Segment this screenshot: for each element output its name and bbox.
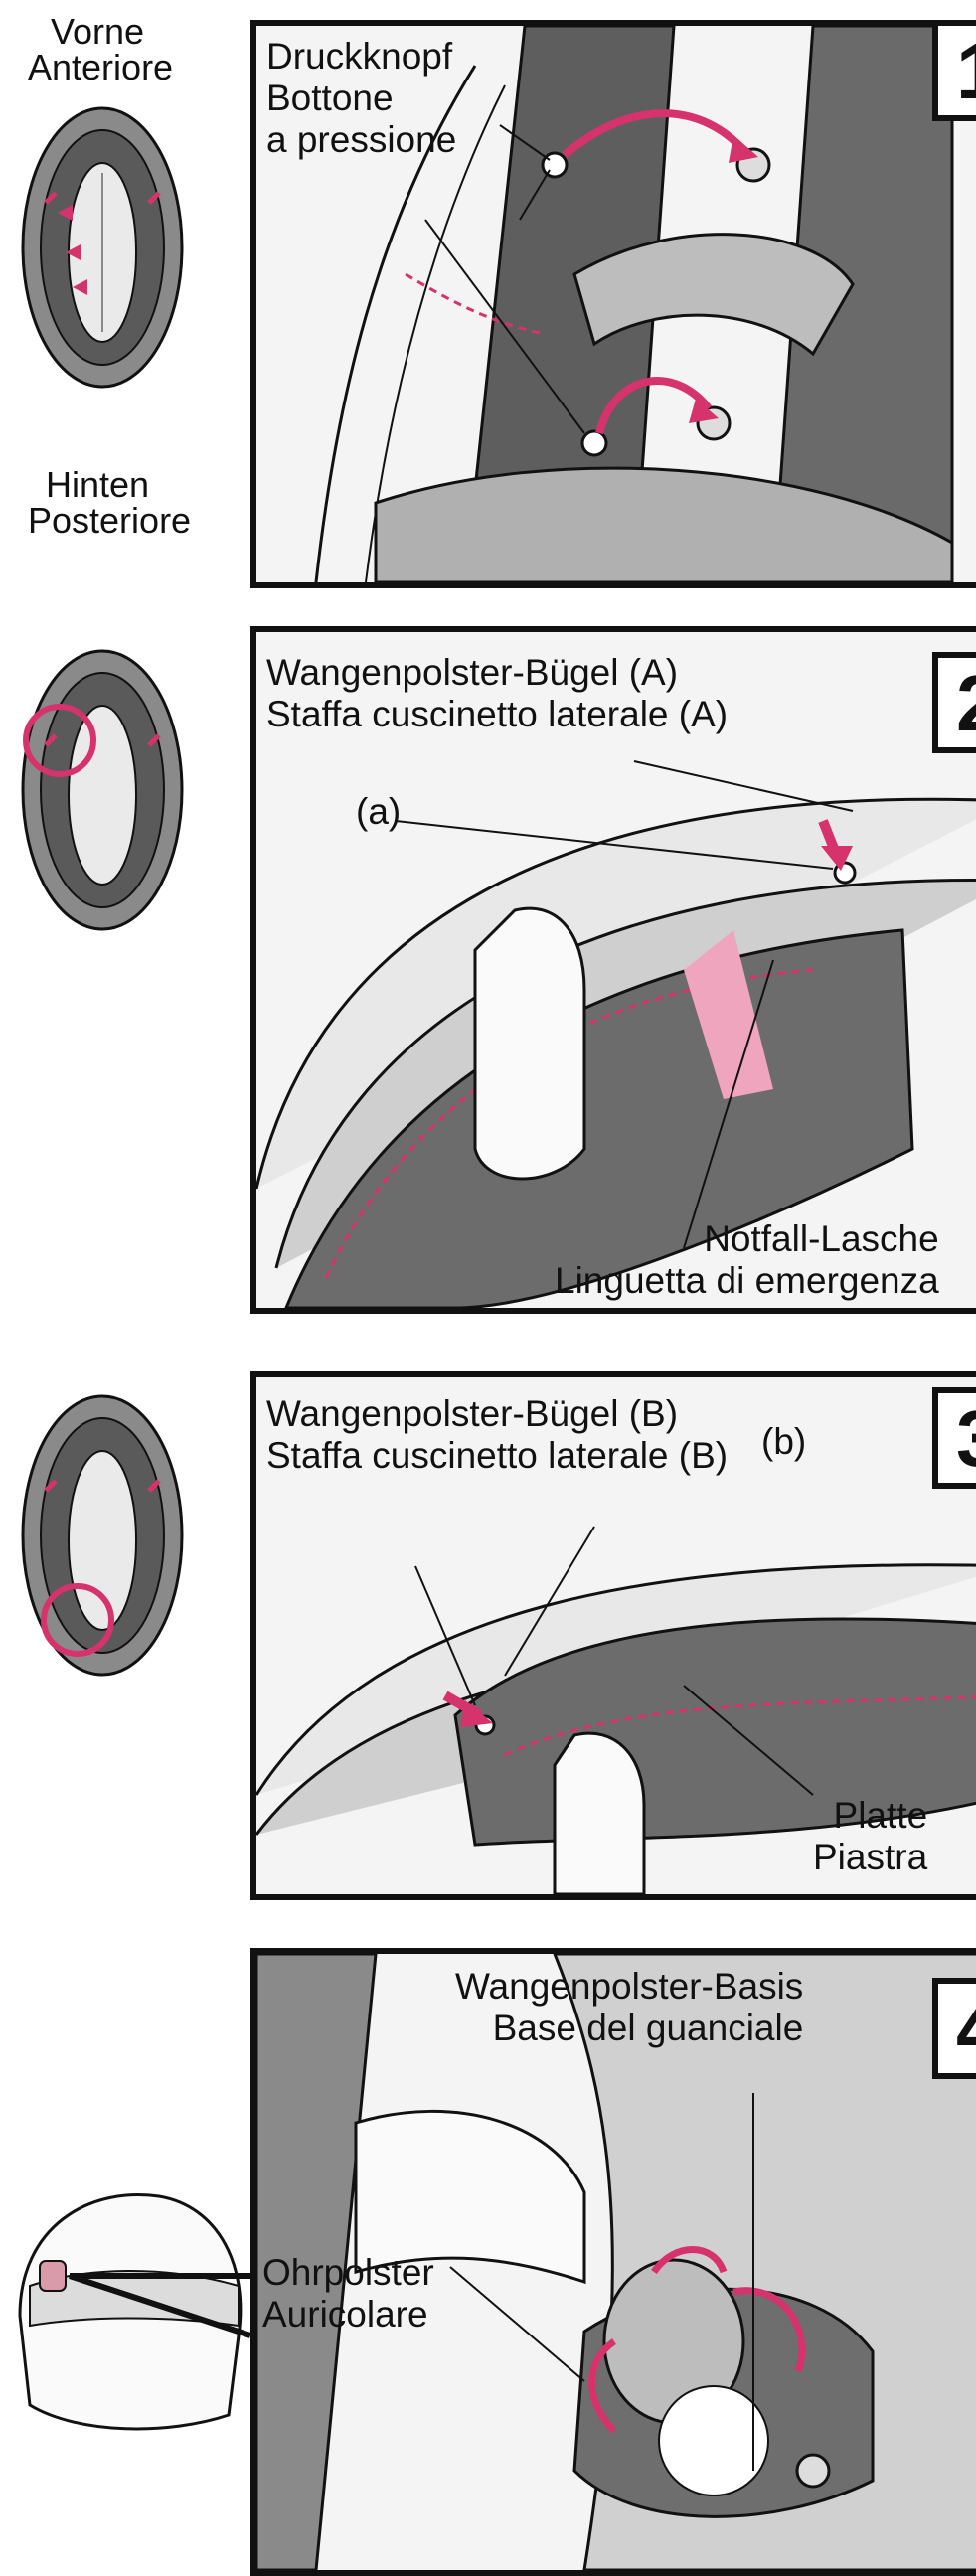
helmet-interior-thumbnail-2 [18, 646, 187, 934]
bracket-b-label-de: Wangenpolster-Bügel (B) [266, 1393, 728, 1435]
emergency-tab-label-it: Linguetta di emergenza [555, 1260, 939, 1302]
plate-label-de: Platte [813, 1795, 927, 1837]
ear-pad-label-it: Auricolare [262, 2294, 434, 2335]
ear-pad-perforated-area [659, 2386, 768, 2496]
helmet-interior-thumbnail-3 [18, 1391, 187, 1690]
step-3-number: 3 [932, 1387, 976, 1489]
back-label-de: Hinten [28, 467, 167, 503]
step-4-callout-base: Wangenpolster-Basis Base del guanciale [455, 1966, 803, 2049]
front-label: Vorne Anteriore [28, 14, 167, 85]
back-label-it: Posteriore [28, 503, 167, 539]
step-2-number: 2 [932, 652, 976, 753]
helmet-interior-thumbnail-1 [18, 103, 187, 392]
step-4-number: 4 [932, 1978, 976, 2079]
helmet-side-view-thumbnail [0, 2167, 258, 2445]
snap-button-label-it-2: a pressione [266, 119, 456, 161]
step-1-panel: Druckknopf Bottone a pressione 1 [250, 20, 976, 588]
ear-pad-label-de: Ohrpolster [262, 2252, 434, 2294]
step-2-callout-hole-a: (a) [356, 791, 401, 833]
bracket-b-label-it: Staffa cuscinetto laterale (B) [266, 1435, 728, 1477]
front-label-it: Anteriore [28, 50, 167, 85]
step-3-panel: Wangenpolster-Bügel (B) Staffa cuscinett… [250, 1371, 976, 1900]
back-label: Hinten Posteriore [28, 467, 167, 539]
step-4-panel: Wangenpolster-Basis Base del guanciale O… [250, 1948, 976, 2576]
emergency-tab-label-de: Notfall-Lasche [555, 1218, 939, 1260]
bracket-a-label-it: Staffa cuscinetto laterale (A) [266, 694, 728, 735]
step-3-callout-hole-b: (b) [761, 1421, 806, 1463]
step-3-callout-plate: Platte Piastra [813, 1795, 927, 1878]
step-3-callout-bracket-b: Wangenpolster-Bügel (B) Staffa cuscinett… [266, 1393, 728, 1477]
step-1-callout-snap-button: Druckknopf Bottone a pressione [266, 36, 456, 161]
step-2-callout-bracket-a: Wangenpolster-Bügel (A) Staffa cuscinett… [266, 652, 728, 735]
cheek-base-label-it: Base del guanciale [455, 2008, 803, 2049]
snap-button-label-de: Druckknopf [266, 36, 456, 78]
snap-button-label-it-1: Bottone [266, 78, 456, 119]
plate-label-it: Piastra [813, 1837, 927, 1878]
bracket-a-label-de: Wangenpolster-Bügel (A) [266, 652, 728, 694]
ear-pad-marker [40, 2261, 66, 2291]
step-2-panel: Wangenpolster-Bügel (A) Staffa cuscinett… [250, 626, 976, 1314]
step-4-callout-ear-pad: Ohrpolster Auricolare [262, 2252, 434, 2335]
step-1-number: 1 [932, 20, 976, 121]
step-2-callout-emergency-tab: Notfall-Lasche Linguetta di emergenza [555, 1218, 939, 1302]
front-label-de: Vorne [28, 14, 167, 50]
snap-button-lower-left [582, 431, 606, 455]
snap-button-step-4 [797, 2455, 829, 2487]
cheek-base-label-de: Wangenpolster-Basis [455, 1966, 803, 2008]
